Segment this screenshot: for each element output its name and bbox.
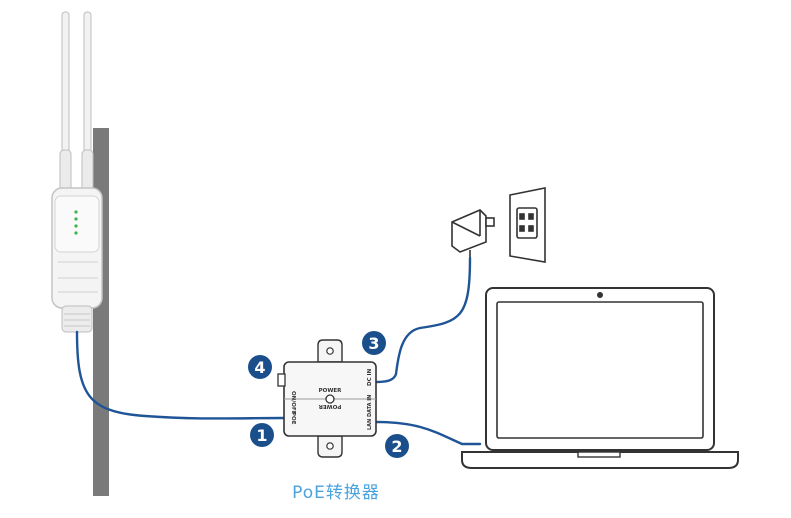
cable-adapter-to-dcin <box>374 256 472 384</box>
label-onoff: ON/OFF <box>290 391 296 415</box>
outdoor-access-point <box>51 11 103 333</box>
cable-gland <box>61 305 93 333</box>
badge-2: 2 <box>385 434 409 458</box>
badge-3: 3 <box>362 331 386 355</box>
svg-text:4: 4 <box>254 358 265 377</box>
mounting-pole <box>93 128 109 496</box>
laptop-camera <box>597 292 603 298</box>
power-adapter <box>451 209 495 258</box>
svg-text:2: 2 <box>391 437 402 456</box>
antenna-left <box>61 11 70 163</box>
svg-text:1: 1 <box>256 426 267 445</box>
label-poe: POE <box>290 412 296 425</box>
laptop-touchpad-notch <box>577 451 621 458</box>
svg-text:3: 3 <box>368 334 379 353</box>
wall-outlet <box>509 187 546 263</box>
cable-lan-to-laptop <box>374 420 482 446</box>
led-indicator <box>74 210 78 214</box>
cables <box>75 256 482 446</box>
power-label-top: POWER <box>319 388 343 394</box>
laptop <box>461 287 739 469</box>
antenna-right <box>83 11 92 163</box>
onoff-switch <box>277 373 286 387</box>
poe-converter-caption: PoE转换器 <box>292 483 380 503</box>
laptop-base <box>461 451 739 469</box>
laptop-screen <box>496 301 704 439</box>
power-label-bottom: POWER <box>318 403 342 409</box>
poe-injector: POWER POWER ON/OFF POE DC IN LAN DATA IN <box>277 339 377 458</box>
power-led <box>325 394 335 404</box>
label-lan-data-in: LAN DATA IN <box>367 395 373 430</box>
label-dc-in: DC IN <box>367 368 373 386</box>
badge-4: 4 <box>248 355 272 379</box>
badge-1: 1 <box>250 423 274 447</box>
cable-ap-to-poe <box>75 330 286 420</box>
